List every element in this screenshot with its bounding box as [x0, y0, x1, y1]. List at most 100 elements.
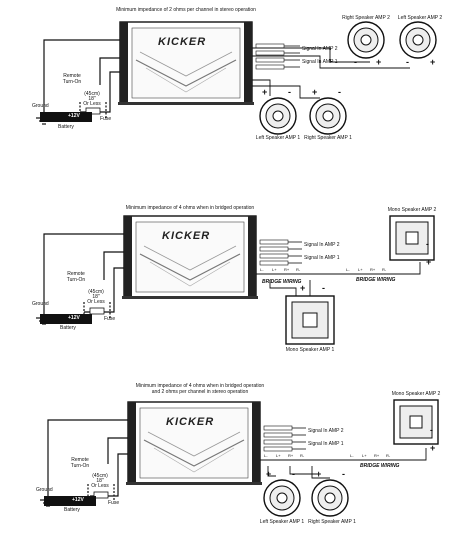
- polarity-plus: +: [316, 469, 322, 479]
- terminal-r-plus: R+: [370, 267, 376, 272]
- diagram-title-2: and 2 ohms per channel in stereo operati…: [151, 389, 249, 395]
- polarity-minus: -: [292, 469, 295, 479]
- diagram-bridged-wiring: [36, 215, 435, 345]
- fuse-label: Fuse: [104, 316, 116, 322]
- rca-inputs: [263, 425, 306, 452]
- terminal-l-plus: L+: [276, 453, 281, 458]
- polarity-minus: -: [430, 425, 433, 435]
- bridge-wiring-label: BRIDGE WIRING: [356, 277, 396, 283]
- battery-label: Battery: [64, 507, 80, 513]
- speaker-left-amp1: [259, 97, 297, 135]
- speaker-right-amp1: [311, 479, 349, 517]
- amp-logo: KICKER: [166, 416, 215, 428]
- terminal-l-minus: L-: [350, 453, 354, 458]
- polarity-minus: -: [288, 87, 291, 97]
- mono-speaker-amp1-label: Mono Speaker AMP 1: [285, 347, 335, 353]
- speaker-right-amp1: [309, 97, 347, 135]
- distance-cm: (45cm): [84, 91, 100, 97]
- polarity-minus: -: [322, 283, 325, 293]
- polarity-plus: +: [430, 57, 436, 67]
- diagram-combined: KICKER Minimum impedance of 4 ohms when …: [0, 378, 474, 558]
- battery-label: Battery: [60, 325, 76, 331]
- voltage-label: +12V: [68, 315, 80, 321]
- speaker-left-amp2: [399, 21, 437, 59]
- remote-label-2: Turn-On: [62, 79, 82, 85]
- speaker-right-amp2-label: Right Speaker AMP 2: [342, 15, 390, 21]
- signal-in-amp1-label: Signal In AMP 1: [302, 59, 338, 65]
- remote-label: Remote: [67, 271, 85, 277]
- mono-speaker-amp2: [389, 215, 435, 261]
- terminal-r-plus: R+: [284, 267, 290, 272]
- distance-or-less: Or Less: [91, 483, 109, 489]
- distance-or-less: Or Less: [87, 299, 105, 305]
- terminal-l-minus: L-: [260, 267, 264, 272]
- diagram-combined-wiring: [40, 399, 439, 517]
- diagram-title: Minimum impedance of 4 ohms when in brid…: [125, 205, 255, 211]
- speaker-wiring: [260, 448, 427, 479]
- signal-in-amp2-label: Signal In AMP 2: [302, 46, 338, 52]
- terminal-r-minus: R-: [296, 267, 301, 272]
- distance-in: 18": [88, 96, 96, 102]
- polarity-plus: +: [376, 57, 382, 67]
- mono-speaker-amp2-label: Mono Speaker AMP 2: [387, 207, 437, 213]
- bridge-wiring-label: BRIDGE WIRING: [262, 279, 302, 285]
- polarity-plus: +: [266, 469, 272, 479]
- polarity-minus: -: [338, 87, 341, 97]
- fuse-label: Fuse: [108, 500, 120, 506]
- speaker-left-amp1-label: Left Speaker AMP 1: [255, 135, 301, 141]
- polarity-plus: +: [426, 257, 432, 267]
- diagram-stereo: KICKER Minimum impedance of 2 ohms per c…: [0, 0, 474, 150]
- speaker-right-amp2: [347, 21, 385, 59]
- amplifier: [118, 21, 254, 105]
- ground-label: Ground: [32, 103, 49, 109]
- speaker-right-amp1-label: Right Speaker AMP 1: [308, 519, 356, 525]
- signal-in-amp1-label: Signal In AMP 1: [304, 255, 340, 261]
- distance-cm: (45cm): [92, 473, 108, 479]
- remote-label: Remote: [63, 73, 81, 79]
- terminal-l-minus: L-: [264, 453, 268, 458]
- polarity-minus: -: [342, 469, 345, 479]
- ground-label: Ground: [36, 487, 53, 493]
- signal-in-amp2-label: Signal In AMP 2: [308, 428, 344, 434]
- battery-box: [40, 314, 92, 324]
- terminal-l-plus: L+: [358, 267, 363, 272]
- ground-label: Ground: [32, 301, 49, 307]
- signal-in-amp2-label: Signal In AMP 2: [304, 242, 340, 248]
- bridge-wiring-label: BRIDGE WIRING: [360, 463, 400, 469]
- rca-inputs: [259, 239, 302, 266]
- speaker-left-amp2-label: Left Speaker AMP 2: [397, 15, 443, 21]
- mono-speaker-amp1: [285, 295, 335, 345]
- distance-cm: (45cm): [88, 289, 104, 295]
- distance-or-less: Or Less: [83, 101, 101, 107]
- remote-label: Remote: [71, 457, 89, 463]
- distance-in: 18": [96, 478, 104, 484]
- remote-label-2: Turn-On: [70, 463, 90, 469]
- polarity-plus: +: [262, 87, 268, 97]
- mono-speaker-amp2: [393, 399, 439, 445]
- terminal-r-minus: R-: [382, 267, 387, 272]
- speaker-left-amp1: [263, 479, 301, 517]
- polarity-plus: +: [430, 443, 436, 453]
- amp-logo: KICKER: [162, 230, 211, 242]
- terminal-l-minus: L-: [346, 267, 350, 272]
- voltage-label: +12V: [72, 497, 84, 503]
- diagram-title: Minimum impedance of 2 ohms per channel …: [116, 7, 256, 13]
- voltage-label: +12V: [68, 113, 80, 119]
- diagram-bridged: KICKER Minimum impedance of 4 ohms when …: [0, 200, 474, 360]
- fuse-holder: [93, 491, 109, 499]
- rca-inputs: [255, 43, 300, 70]
- fuse-holder: [85, 107, 101, 115]
- fuse-label: Fuse: [100, 116, 112, 122]
- terminal-r-plus: R+: [374, 453, 380, 458]
- signal-in-amp1-label: Signal In AMP 1: [308, 441, 344, 447]
- diagram-title: Minimum impedance of 4 ohms when in brid…: [135, 383, 265, 389]
- polarity-minus: -: [426, 239, 429, 249]
- fuse-holder: [89, 307, 105, 315]
- speaker-left-amp1-label: Left Speaker AMP 1: [259, 519, 305, 525]
- battery-label: Battery: [58, 124, 74, 130]
- polarity-plus: +: [312, 87, 318, 97]
- amplifier: [122, 215, 258, 299]
- distance-in: 18": [92, 294, 100, 300]
- battery-box: [44, 496, 96, 506]
- polarity-minus: -: [406, 57, 409, 67]
